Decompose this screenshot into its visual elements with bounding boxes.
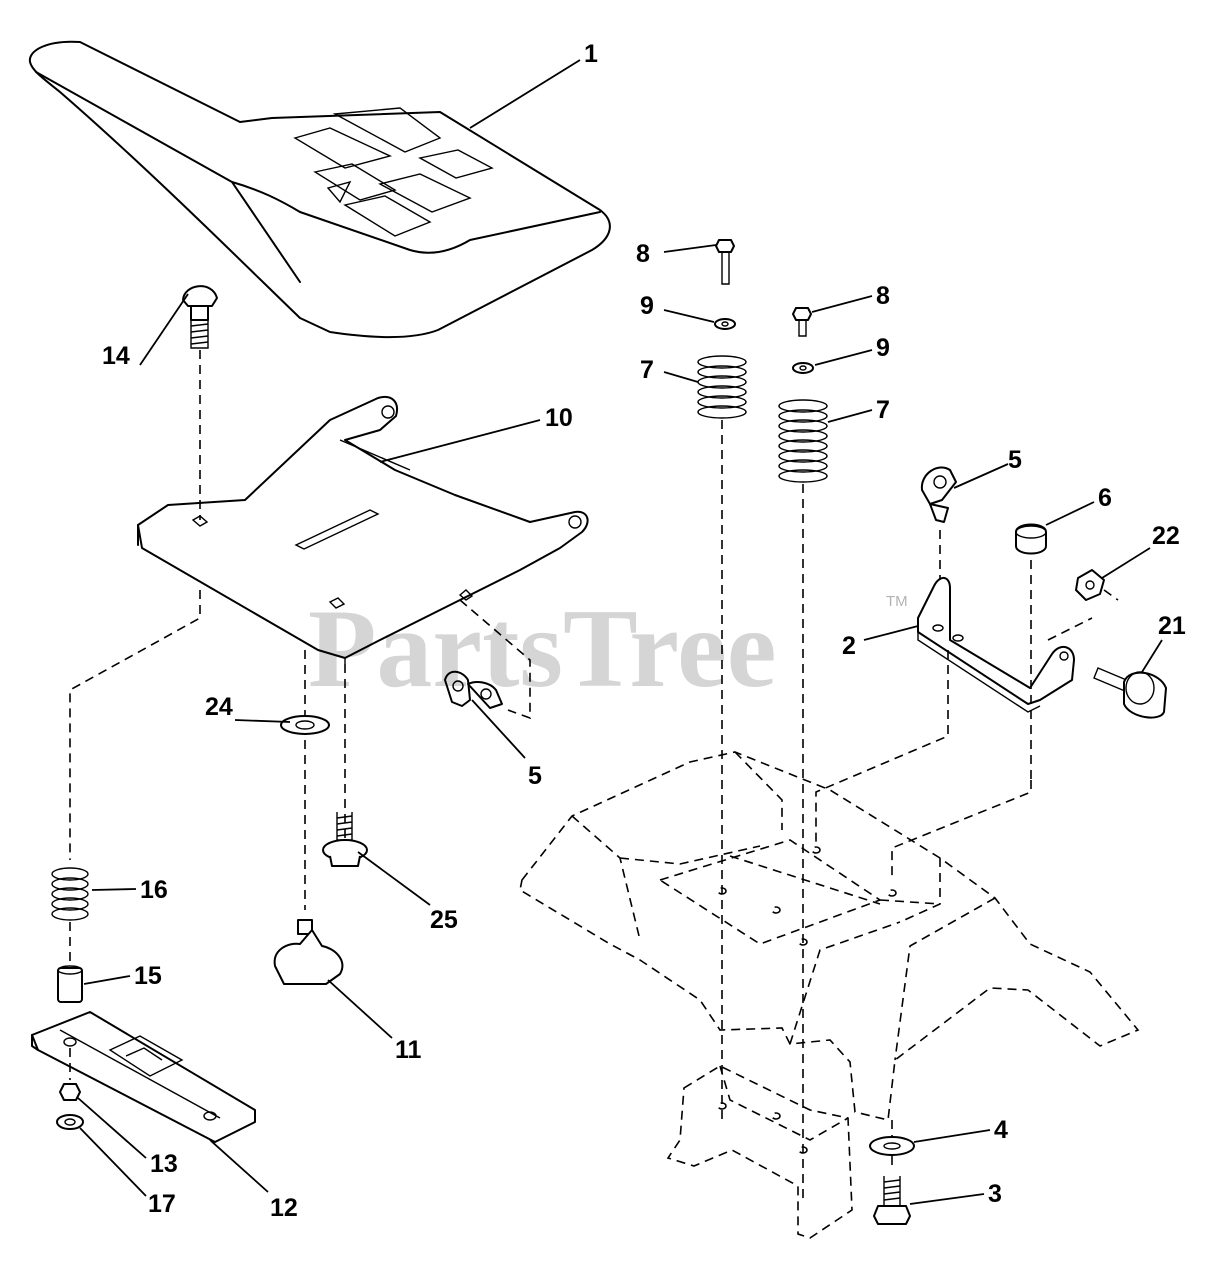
callout-6: 6 <box>1098 484 1112 512</box>
seat-icon <box>28 40 611 338</box>
watermark-text: PartsTree <box>308 587 777 711</box>
support-bracket-icon <box>917 577 1075 713</box>
callout-9b: 9 <box>876 334 890 362</box>
bolt-14-icon <box>182 285 218 349</box>
callout-14: 14 <box>102 342 130 370</box>
knob-icon <box>273 919 344 985</box>
bolt-3-icon <box>873 1176 911 1225</box>
spring-16-icon <box>51 867 89 921</box>
lower-bracket-icon <box>666 1065 853 1239</box>
callout-8b: 8 <box>876 282 890 310</box>
callout-5a: 5 <box>1008 446 1022 474</box>
washer-4-icon <box>869 1136 915 1156</box>
nut-17-icon <box>56 1114 84 1130</box>
washer-9b-icon <box>792 362 814 374</box>
bolt-8b-icon <box>792 307 812 337</box>
callout-8a: 8 <box>636 240 650 268</box>
callout-3: 3 <box>988 1180 1002 1208</box>
clip-5-lower-icon <box>444 599 531 720</box>
slide-bracket-icon <box>31 1011 256 1143</box>
washer-24-icon <box>280 715 330 735</box>
bolt-8a-icon <box>715 239 735 285</box>
bolt-21-icon <box>1093 667 1167 719</box>
callout-22: 22 <box>1152 522 1180 550</box>
callout-9a: 9 <box>640 292 654 320</box>
callout-5b: 5 <box>528 762 542 790</box>
callout-21: 21 <box>1158 612 1186 640</box>
bolt-25-icon <box>322 812 368 867</box>
callout-13: 13 <box>150 1150 178 1178</box>
bolt-13-icon <box>59 1083 81 1101</box>
callout-4: 4 <box>994 1116 1008 1144</box>
callout-25: 25 <box>430 906 458 934</box>
spring-7a-icon <box>697 355 747 419</box>
callout-11: 11 <box>395 1036 422 1064</box>
nut-22-icon <box>1075 569 1105 601</box>
callout-17: 17 <box>148 1190 176 1218</box>
callout-7a: 7 <box>640 356 654 384</box>
callout-7b: 7 <box>876 396 890 424</box>
callout-1: 1 <box>584 40 598 68</box>
callout-2: 2 <box>842 632 856 660</box>
callout-16: 16 <box>140 876 168 904</box>
callout-12: 12 <box>270 1194 298 1222</box>
callout-10: 10 <box>545 404 573 432</box>
callout-24: 24 <box>205 693 233 721</box>
spring-7b-icon <box>778 399 828 483</box>
clip-5-upper-icon <box>920 466 957 523</box>
callout-15: 15 <box>134 962 162 990</box>
frame-icon <box>519 751 1140 1121</box>
spacer-15-icon <box>57 965 83 1003</box>
washer-9a-icon <box>714 318 736 330</box>
watermark-trademark: TM <box>886 593 908 610</box>
seat-pan-icon <box>137 396 589 664</box>
nut-6-icon <box>1015 523 1047 555</box>
